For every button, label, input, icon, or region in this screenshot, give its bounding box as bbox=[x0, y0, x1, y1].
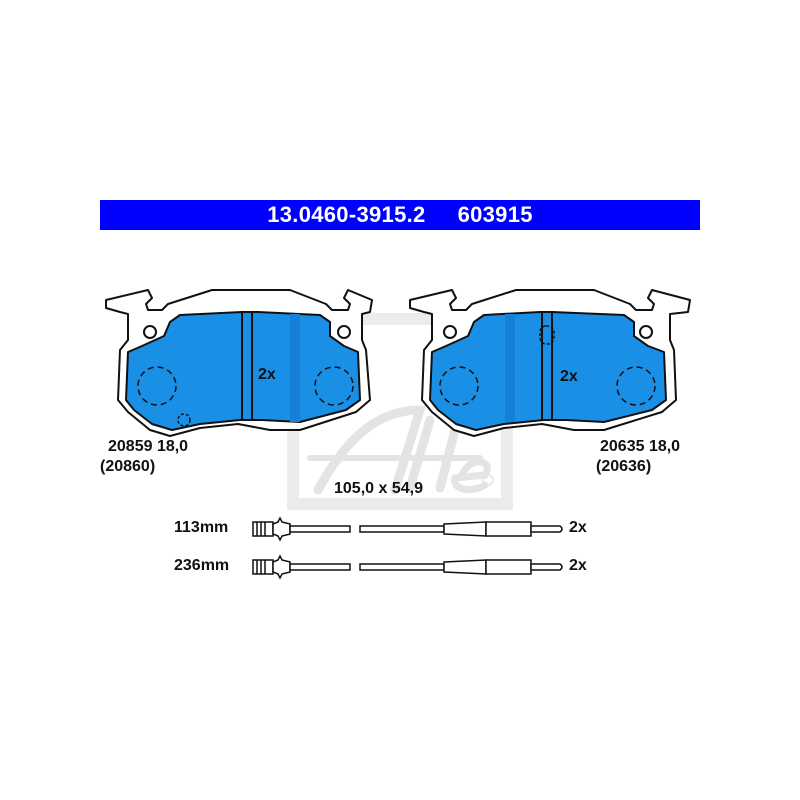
part-number: 13.0460-3915.2 bbox=[267, 202, 426, 227]
wear-sensor-236 bbox=[252, 554, 563, 580]
brake-pad-left bbox=[105, 289, 373, 437]
hole-right-b bbox=[639, 325, 653, 339]
pad-dimensions: 105,0 x 54,9 bbox=[334, 480, 423, 497]
wear-sensor-113 bbox=[252, 516, 563, 542]
pad-left-quantity: 2x bbox=[258, 366, 276, 383]
article-number: 603915 bbox=[457, 202, 533, 227]
brake-pad-right bbox=[409, 289, 691, 437]
pad-right-alt-code: (20636) bbox=[596, 458, 652, 475]
pad-left-alt-code: (20860) bbox=[100, 458, 156, 475]
ate-watermark-logo bbox=[307, 405, 494, 495]
sensor-quantity-113: 2x bbox=[569, 519, 587, 536]
part-number-banner: 13.0460-3915.2 603915 bbox=[100, 200, 700, 230]
sensor-length-236: 236mm bbox=[174, 557, 230, 574]
sensor-quantity-236: 2x bbox=[569, 557, 587, 574]
pad-right-quantity: 2x bbox=[560, 368, 578, 385]
wear-indicator-icon bbox=[177, 413, 191, 427]
sensor-length-113: 113mm bbox=[174, 519, 229, 536]
friction-lining-right bbox=[429, 311, 667, 431]
pad-right-code: 20635 18,0 bbox=[600, 438, 681, 455]
hole-left-a bbox=[143, 325, 157, 339]
hole-right-a bbox=[443, 325, 457, 339]
pad-left-code: 20859 18,0 bbox=[108, 438, 189, 455]
hole-left-b bbox=[337, 325, 351, 339]
